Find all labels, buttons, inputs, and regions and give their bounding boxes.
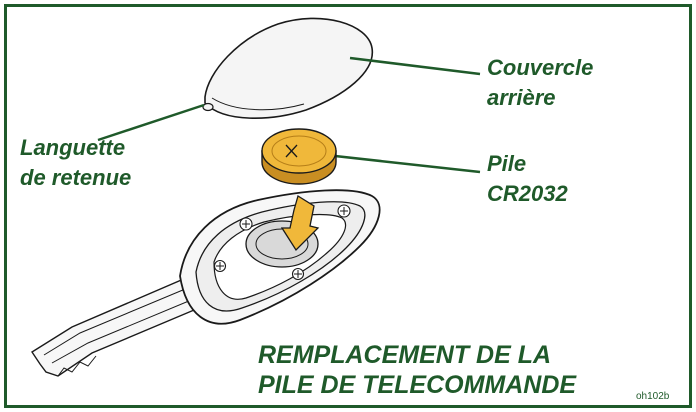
battery-label-line2: CR2032: [487, 181, 568, 206]
figure-code: oh102b: [636, 391, 670, 402]
retaining-tab-shape: [202, 102, 214, 112]
tab-leader-line: [97, 103, 205, 142]
battery-leader-line: [325, 153, 481, 174]
cover-label-line2: arrière: [487, 85, 556, 110]
back-cover: [202, 17, 374, 120]
cover-label-line1: Couvercle: [487, 55, 594, 80]
insert-arrow-icon: [280, 194, 320, 252]
cover-leader-line: [349, 56, 481, 76]
title-line2: PILE DE TELECOMMANDE: [258, 371, 577, 399]
key-blade: [31, 277, 208, 377]
diagram-title: REMPLACEMENT DE LA PILE DE TELECOMMANDE: [258, 340, 576, 400]
tab-label-line2: de retenue: [20, 165, 132, 190]
title-line1: REMPLACEMENT DE LA: [258, 341, 552, 369]
battery-label-line1: Pile: [487, 151, 527, 176]
key-fob-body: [179, 189, 381, 325]
battery-cr2032: [261, 128, 337, 185]
tab-label-line1: Languette: [20, 135, 126, 160]
